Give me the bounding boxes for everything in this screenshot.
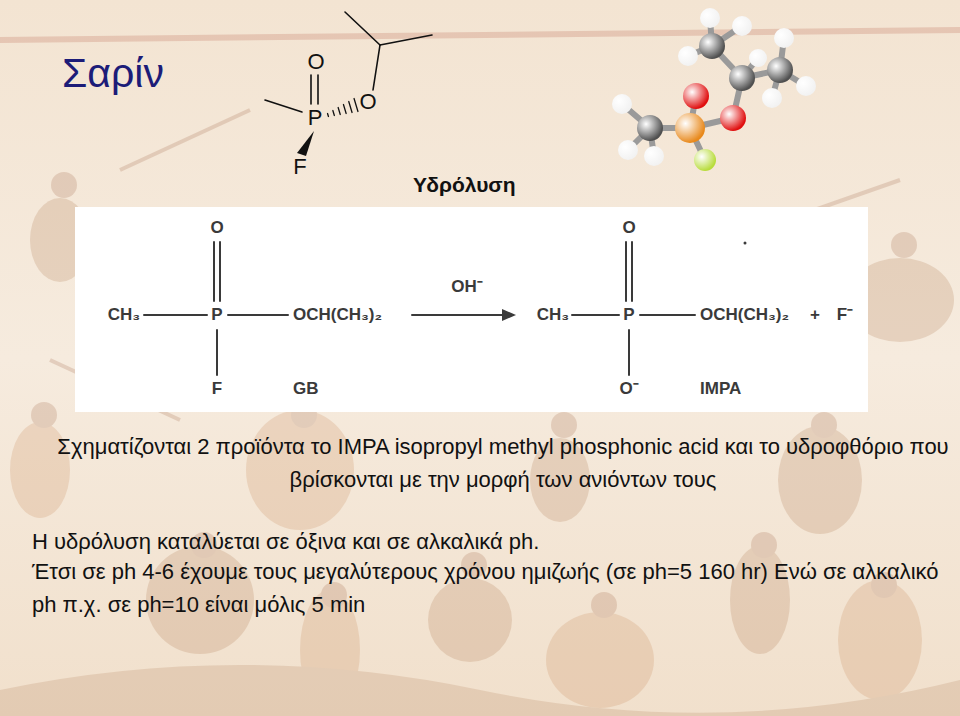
atom-label: O: [622, 218, 635, 238]
reaction-panel: [75, 207, 868, 412]
model-atom: [618, 140, 638, 160]
single-bond: [628, 330, 630, 375]
hashed-bond: [343, 105, 346, 114]
isopropyl-bond: [380, 35, 432, 45]
fresco-head: [31, 402, 57, 428]
single-bond: [144, 314, 207, 316]
compound-label: GB: [293, 379, 319, 399]
fresco-figure: [838, 580, 922, 700]
single-bond: [216, 330, 218, 375]
model-atom: [637, 115, 663, 141]
model-atom: [683, 83, 709, 109]
fresco-figure: [546, 612, 654, 708]
wedge-bond: [297, 131, 314, 156]
single-bond: [228, 314, 288, 316]
fresco-head: [51, 172, 77, 198]
atom-label: O: [307, 49, 324, 74]
isopropyl-bond: [373, 45, 380, 90]
group-label: CH₃: [537, 305, 569, 325]
fresco-figure: [428, 578, 512, 662]
hashed-bond: [354, 99, 358, 112]
hashed-bond: [338, 108, 340, 115]
model-atom: [796, 76, 816, 96]
group-label: CH₃: [108, 305, 140, 325]
ion-label: F⁻: [837, 305, 853, 325]
fresco-head: [751, 532, 777, 558]
reaction-arrow: [412, 314, 505, 316]
isopropyl-bond: [345, 12, 380, 45]
note-text: Σχηματίζονται 2 προϊόντα το IMPA isoprop…: [53, 430, 953, 496]
double-bond: [219, 242, 221, 301]
fresco-band: [0, 30, 960, 40]
section-heading: Υδρόλυση: [413, 173, 516, 197]
model-atom: [732, 16, 752, 36]
atom-label: P: [308, 105, 323, 130]
model-atom: [762, 88, 782, 108]
model-atom: [644, 146, 664, 166]
hashed-bond: [349, 102, 352, 113]
atom-label: P: [623, 305, 634, 325]
note-text: Έτσι σε ph 4-6 έχουμε τους μεγαλύτερους …: [32, 555, 956, 621]
model-atom: [694, 149, 716, 171]
ion-label: O⁻: [619, 379, 638, 399]
group-label: OCH(CH₃)₂: [700, 305, 789, 325]
model-atom: [699, 33, 725, 59]
fresco-head: [891, 232, 917, 258]
hashed-bond: [333, 111, 335, 116]
model-atom: [729, 65, 755, 91]
note-text: Η υδρόλυση καταλύεται σε όξινα και σε αλ…: [32, 525, 956, 558]
reagent-label: OH⁻: [451, 277, 483, 297]
model-atom: [612, 94, 632, 114]
group-label: OCH(CH₃)₂: [293, 305, 382, 325]
atom-label: F: [212, 379, 222, 399]
fresco-oars: [50, 110, 900, 420]
atom-label: P: [211, 305, 222, 325]
atom-label: O: [359, 89, 376, 114]
double-bond: [213, 242, 215, 301]
model-atom: [675, 113, 705, 143]
model-atom: [749, 49, 767, 67]
double-bond: [625, 242, 627, 301]
atom-label: O: [210, 218, 223, 238]
fresco-head: [591, 592, 617, 618]
single-bond: [572, 314, 619, 316]
compound-label: IMPA: [700, 379, 741, 399]
stray-dot: [744, 242, 747, 245]
hashed-bond: [327, 114, 329, 117]
model-atom: [774, 28, 794, 48]
model-atom: [678, 46, 698, 66]
double-bond: [317, 75, 319, 104]
model-atom: [700, 8, 720, 28]
slide-title: Σαρίν: [62, 50, 164, 97]
double-bond: [631, 242, 633, 301]
atom-label: F: [293, 154, 306, 179]
single-bond: [640, 314, 695, 316]
double-bond: [310, 75, 312, 104]
plus-sign: +: [810, 305, 820, 325]
model-atom: [720, 105, 746, 131]
fresco-figures: [0, 30, 960, 716]
model-atom: [767, 57, 793, 83]
methyl-bond: [265, 100, 302, 112]
fresco-ship: [0, 665, 960, 716]
arrow-head: [502, 309, 516, 321]
